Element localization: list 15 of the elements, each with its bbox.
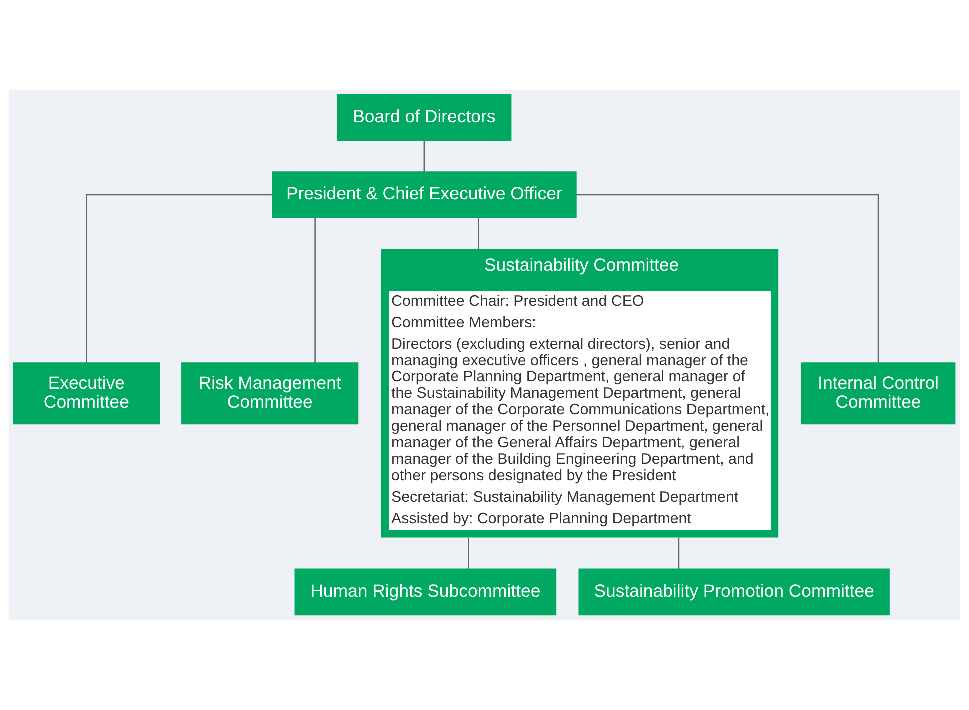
connector xyxy=(468,538,470,570)
connector xyxy=(478,218,480,250)
connector xyxy=(678,538,680,570)
node-box: Board of Directors xyxy=(337,94,512,142)
node-box: Human Rights Subcommittee xyxy=(294,568,557,616)
connector xyxy=(86,194,272,363)
node-box: Sustainability Committee Committee Chair: President and CEO Committee Members: Directors (excluding external directors), senior and managing executive officers , general manager of the Corporate Planning Department, general manager of the Sustainability Management Department, general manager of the Corporate Communications Department, general manager of the Personnel Department, general manager of the General Affairs Department, general manager of the Building Engineering Department, and other persons designated by the President Secretariat: Sustainability Management Department Assisted by: Corporate Planning Department xyxy=(381,249,779,538)
connector xyxy=(576,194,880,363)
node-box: Internal Control Committee xyxy=(801,362,956,425)
node-box: Risk Management Committee xyxy=(182,362,359,425)
node-box: Executive Committee xyxy=(13,362,160,425)
node-box: Sustainability Promotion Committee xyxy=(578,568,890,616)
connector xyxy=(314,218,316,363)
connector xyxy=(424,140,426,172)
node-box: President & Chief Executive Officer xyxy=(272,172,577,218)
